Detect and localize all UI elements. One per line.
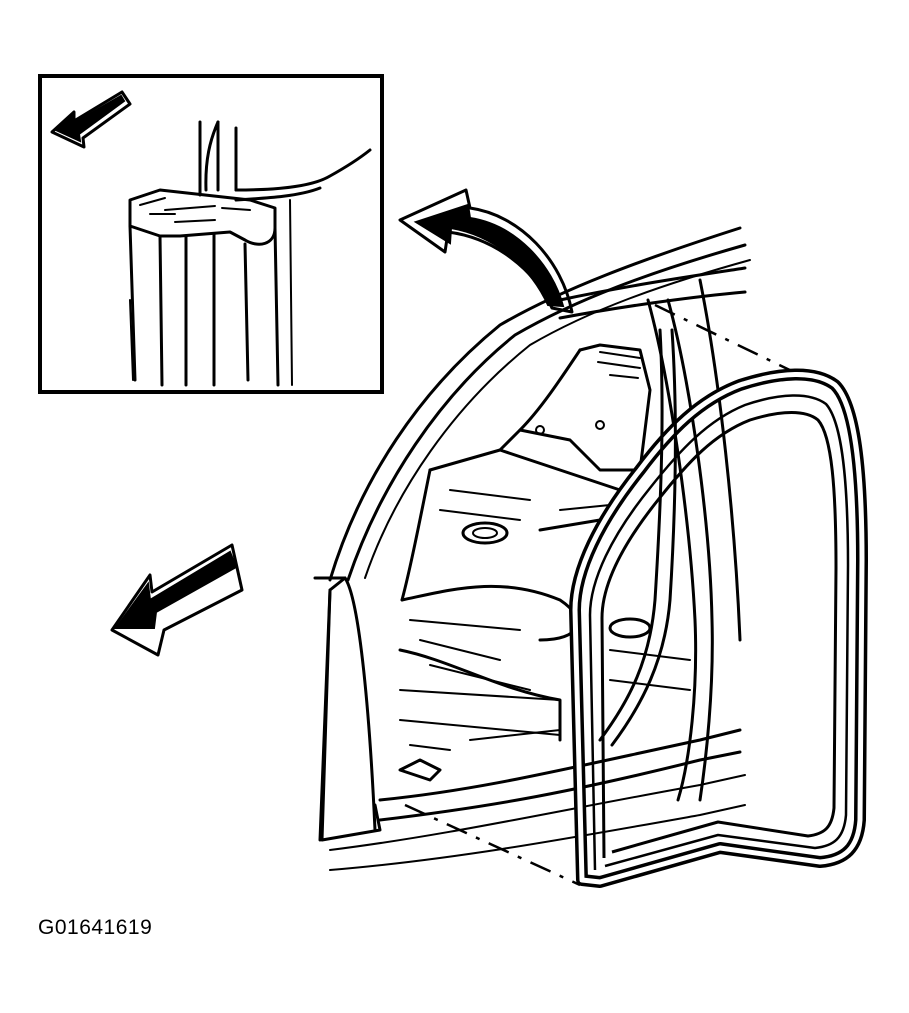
alignment-leader-lines: [404, 303, 801, 887]
vehicle-body-opening: [313, 226, 751, 871]
door-weatherstrip-seal: [569, 328, 868, 888]
inset-direction-arrow-icon: [50, 90, 132, 149]
weatherstrip-clip-detail: [128, 120, 372, 387]
front-direction-arrow-icon: [110, 543, 244, 657]
callout-arrow-icon: [398, 188, 574, 314]
detail-inset: [38, 74, 384, 394]
figure-code-label: G01641619: [38, 916, 153, 939]
